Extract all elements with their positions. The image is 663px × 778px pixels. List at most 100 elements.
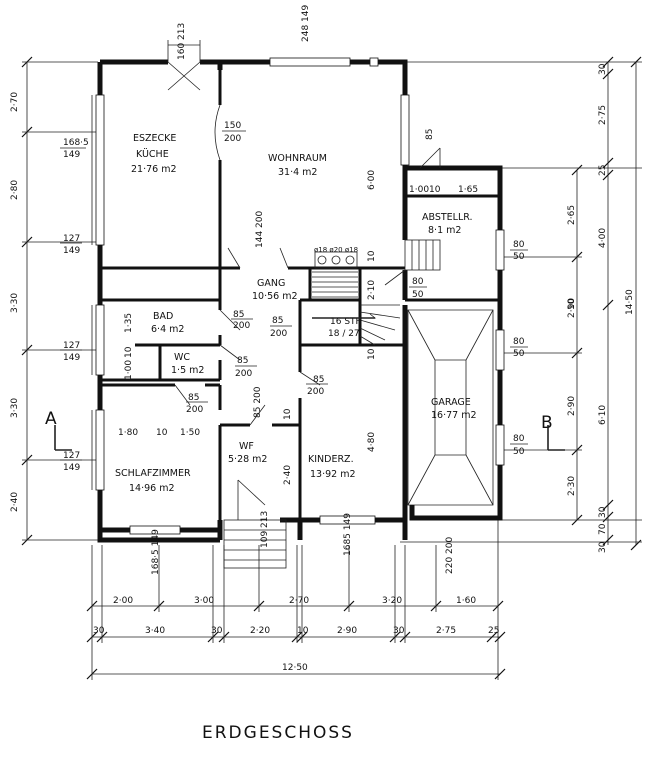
dim-inner: 10 bbox=[429, 185, 441, 195]
opening-size: 50 bbox=[412, 290, 424, 300]
opening-size: 127 bbox=[63, 341, 80, 351]
dim-right-inner: 10 bbox=[567, 298, 577, 310]
room-label: GANG bbox=[257, 278, 285, 289]
section-markers bbox=[54, 425, 565, 451]
room-label: BAD bbox=[153, 311, 173, 322]
room-label: SCHLAFZIMMER bbox=[115, 468, 191, 479]
dim-bottom-1: 1·60 bbox=[456, 596, 476, 606]
opening-size: 149 bbox=[63, 150, 80, 160]
room-area: 5·28 m2 bbox=[228, 454, 267, 465]
garage-ramp bbox=[407, 309, 494, 506]
dim-bottom-2: 30 bbox=[393, 626, 405, 636]
dim-inner: 6·00 bbox=[367, 170, 377, 190]
opening-size: 1685 149 bbox=[343, 513, 353, 556]
room-label: ESZECKE bbox=[133, 133, 176, 144]
dim-inner: 4·80 bbox=[367, 432, 377, 452]
dim-left: 2·80 bbox=[10, 180, 20, 200]
opening-size: 80 bbox=[412, 277, 424, 287]
room-label: WOHNRAUM bbox=[268, 153, 327, 164]
dim-inner: 10 bbox=[124, 346, 134, 358]
dim-bottom-2: 30 bbox=[93, 626, 105, 636]
opening-size: 220 200 bbox=[445, 537, 455, 574]
room-label: WF bbox=[239, 441, 254, 452]
chimneys bbox=[314, 251, 358, 269]
opening-size: 200 bbox=[186, 405, 203, 415]
dim-bottom-2: 2·75 bbox=[436, 626, 456, 636]
room-label: KINDERZ. bbox=[308, 454, 354, 465]
opening-size: 80 bbox=[513, 240, 525, 250]
dim-right-mid: 30 bbox=[598, 541, 608, 553]
opening-size: 200 bbox=[270, 329, 287, 339]
opening-size: 85 bbox=[237, 356, 248, 366]
opening-size: 50 bbox=[513, 252, 525, 262]
opening-size: 85 bbox=[425, 129, 435, 140]
room-label: GARAGE bbox=[431, 397, 471, 408]
opening-size: 85 200 bbox=[253, 386, 263, 418]
dim-right-mid: 70 bbox=[598, 523, 608, 535]
opening-labels: 150 200 85 200 85 200 85 200 85 200 85 2… bbox=[60, 121, 528, 473]
dim-right-outer: 14·50 bbox=[625, 289, 635, 315]
opening-size: 200 bbox=[307, 387, 324, 397]
dim-bottom-1: 2·00 bbox=[113, 596, 133, 606]
opening-size: 200 bbox=[233, 321, 250, 331]
dim-inner: 10 bbox=[156, 428, 168, 438]
opening-size: 127 bbox=[63, 234, 80, 244]
dim-right-mid: 30 bbox=[598, 506, 608, 518]
room-label: KÜCHE bbox=[136, 149, 169, 160]
room-area: 21·76 m2 bbox=[131, 164, 177, 175]
dim-right-mid: 2·75 bbox=[598, 105, 608, 125]
dim-right-mid: 30 bbox=[598, 63, 608, 75]
dim-left: 2·70 bbox=[10, 92, 20, 112]
opening-size: 200 bbox=[235, 369, 252, 379]
doors-and-stairs bbox=[167, 40, 441, 569]
opening-size: 200 bbox=[224, 134, 241, 144]
dimension-texts: 2·70 2·80 3·30 3·30 2·40 14·50 30 2·75 2… bbox=[10, 63, 635, 673]
dim-inner: 1·65 bbox=[458, 185, 478, 195]
dim-bottom-2: 25 bbox=[488, 626, 499, 636]
windows bbox=[91, 57, 505, 535]
room-area: 10·56 m2 bbox=[252, 291, 298, 302]
stair-ratio: 18 / 27 bbox=[328, 329, 360, 339]
room-area: 1·5 m2 bbox=[171, 365, 204, 376]
dim-inner: 10 bbox=[283, 408, 293, 420]
dim-inner: 1·00 bbox=[409, 185, 429, 195]
dim-right-inner: 2·65 bbox=[567, 205, 577, 225]
dim-inner: 1·35 bbox=[124, 313, 134, 333]
opening-size: 50 bbox=[513, 349, 525, 359]
dim-right-inner: 2·90 bbox=[567, 396, 577, 416]
dim-left: 3·30 bbox=[10, 398, 20, 418]
opening-size: 248 149 bbox=[301, 5, 311, 42]
opening-size: 150 bbox=[224, 121, 241, 131]
main-staircase bbox=[312, 271, 401, 346]
opening-size: 168·5 149 bbox=[151, 529, 161, 575]
entrance-steps bbox=[223, 519, 287, 569]
dim-bottom-2: 30 bbox=[211, 626, 223, 636]
dim-right-inner: 2·90 bbox=[567, 298, 577, 318]
dim-left: 3·30 bbox=[10, 293, 20, 313]
room-area: 13·92 m2 bbox=[310, 469, 356, 480]
dim-inner: 10 bbox=[367, 348, 377, 360]
opening-size: 168·5 bbox=[63, 138, 89, 148]
dim-inner: 1·80 bbox=[118, 428, 138, 438]
opening-size: 109 213 bbox=[260, 511, 270, 548]
stair-steps: 16 STH bbox=[330, 317, 362, 327]
dim-inner: 1·50 bbox=[180, 428, 200, 438]
opening-size: 80 bbox=[513, 434, 525, 444]
vertical-opening-labels: 160 213 248 149 144 200 85 200 168·5 149… bbox=[151, 5, 455, 575]
interior-walls bbox=[100, 62, 500, 520]
drawing-title: ERDGESCHOSS bbox=[202, 723, 354, 743]
chimney-label: ø18 ø20 ø18 bbox=[314, 246, 358, 254]
section-label-b: B bbox=[541, 413, 553, 433]
opening-size: 85 bbox=[272, 316, 283, 326]
dim-right-mid: 6·10 bbox=[598, 405, 608, 425]
opening-size: 127 bbox=[63, 451, 80, 461]
section-label-a: A bbox=[45, 409, 57, 429]
dim-right-mid: 4·00 bbox=[598, 228, 608, 248]
opening-size: 50 bbox=[513, 447, 525, 457]
opening-size: 144 200 bbox=[255, 211, 265, 248]
opening-size: 149 bbox=[63, 353, 80, 363]
room-area: 16·77 m2 bbox=[431, 410, 477, 421]
dim-inner: 2·40 bbox=[283, 465, 293, 485]
opening-size: 149 bbox=[63, 246, 80, 256]
